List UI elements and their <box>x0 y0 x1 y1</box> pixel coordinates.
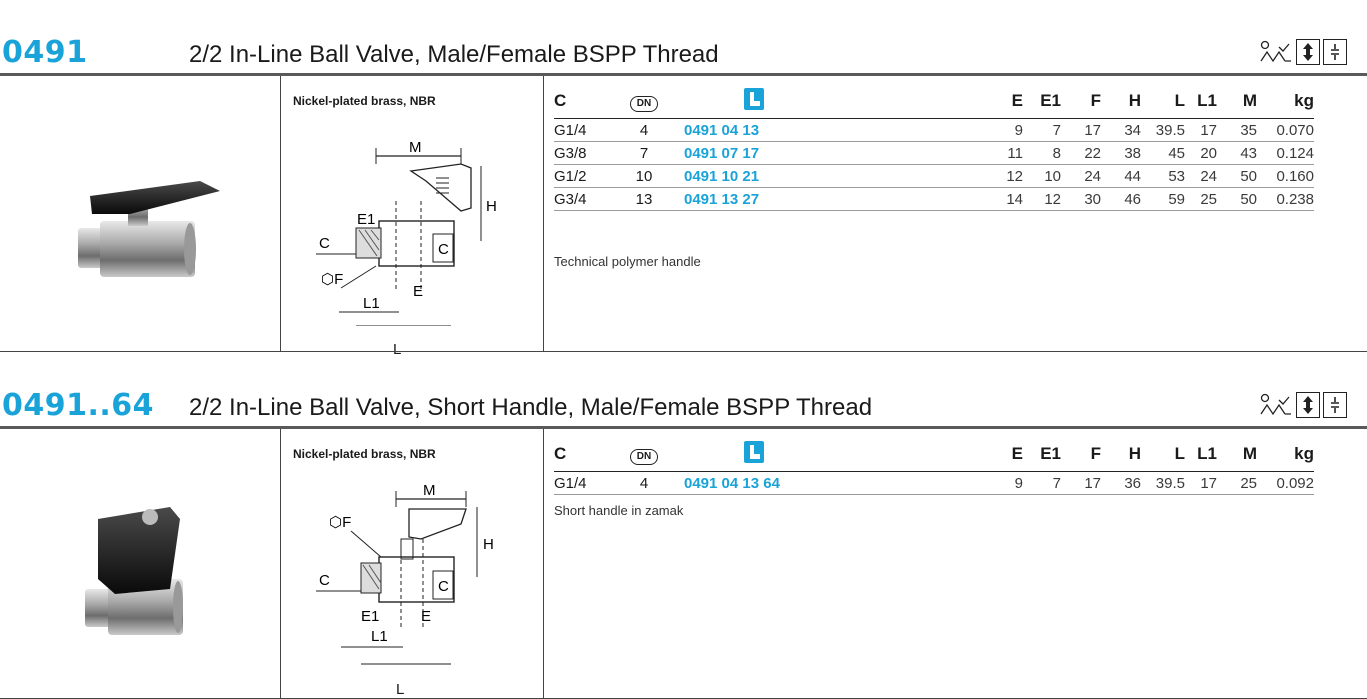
vertical-arrows-icon <box>1296 392 1320 418</box>
col-header-kg: kg <box>1257 437 1314 472</box>
product-header: 0491..64 2/2 In-Line Ball Valve, Short H… <box>0 386 1367 426</box>
valve-dimension-drawing: M H ⬡F C C E1 E L1 <box>316 482 494 665</box>
col-header-l: L <box>1141 84 1185 119</box>
dim-label-c-right: C <box>438 241 449 258</box>
table-row: G1/4 4 0491 04 13 64 9 7 17 36 39.5 17 2… <box>554 471 1314 495</box>
mounting-icon <box>1323 39 1347 65</box>
col-header-f: F <box>1061 84 1101 119</box>
dim-label-l: L <box>393 341 402 358</box>
dim-label-c-left: C <box>319 235 330 252</box>
header-rule <box>0 426 1367 429</box>
col-header-l1: L1 <box>1185 84 1217 119</box>
table-row: G3/4 13 0491 13 27 14 12 30 46 59 25 50 … <box>554 187 1314 211</box>
col-header-h: H <box>1101 84 1141 119</box>
spec-table-panel: C DN E E1 F H L L1 M kg <box>544 76 1367 352</box>
dim-label-f: ⬡F <box>321 271 343 288</box>
col-header-h: H <box>1101 437 1141 472</box>
product-code: 0491 <box>2 35 88 70</box>
dim-label-e1: E1 <box>357 211 375 228</box>
dim-label-e: E <box>413 283 423 300</box>
product-header: 0491 2/2 In-Line Ball Valve, Male/Female… <box>0 33 1367 73</box>
product-section-0491-64: 0491..64 2/2 In-Line Ball Valve, Short H… <box>0 352 1367 699</box>
valve-dimension-drawing: M H E1 C C ⬡F E L1 <box>316 139 497 326</box>
dn-icon: DN <box>629 95 659 112</box>
col-header-l1: L1 <box>1185 437 1217 472</box>
section-bottom-rule <box>0 351 1367 352</box>
table-header-row: C DN E E1 F H L L1 M kg <box>554 84 1314 119</box>
pipe-run-icon <box>1260 40 1291 63</box>
table-row: G1/4 4 0491 04 13 9 7 17 34 39.5 17 35 0… <box>554 118 1314 142</box>
feature-icons <box>1259 391 1347 419</box>
product-code: 0491..64 <box>2 388 155 423</box>
product-photo <box>0 429 281 699</box>
technical-drawing-panel: Nickel-plated brass, NBR M H ⬡F C <box>281 429 544 699</box>
col-header-e1: E1 <box>1023 84 1061 119</box>
product-photo <box>0 76 281 352</box>
dim-label-m: M <box>409 139 422 156</box>
article-link[interactable]: 0491 07 17 <box>684 141 824 165</box>
product-note: Technical polymer handle <box>554 254 701 269</box>
col-header-kg: kg <box>1257 84 1314 119</box>
spec-table: C DN E E1 F H L L1 M kg <box>554 84 1314 211</box>
pipe-run-icon <box>1260 393 1291 416</box>
product-body: Nickel-plated brass, NBR M H ⬡F C <box>0 429 1367 699</box>
article-icon <box>684 437 824 472</box>
feature-icons <box>1259 38 1347 66</box>
product-body: Nickel-plated brass, NBR M H E1 <box>0 76 1367 358</box>
dim-label-c-left: C <box>319 572 330 589</box>
header-rule <box>0 73 1367 76</box>
table-row: G3/8 7 0491 07 17 11 8 22 38 45 20 43 0.… <box>554 141 1314 165</box>
dim-label-e1: E1 <box>361 608 379 625</box>
dn-icon: DN <box>629 448 659 465</box>
product-section-0491: 0491 2/2 In-Line Ball Valve, Male/Female… <box>0 33 1367 358</box>
col-header-m: M <box>1217 437 1257 472</box>
spec-table-panel: C DN E E1 F H L L1 M kg <box>544 429 1367 699</box>
spec-table: C DN E E1 F H L L1 M kg <box>554 437 1314 495</box>
dim-label-f: ⬡F <box>329 514 351 531</box>
dim-label-l: L <box>396 681 405 698</box>
table-row: G1/2 10 0491 10 21 12 10 24 44 53 24 50 … <box>554 164 1314 188</box>
mounting-icon <box>1323 392 1347 418</box>
dim-label-c-right: C <box>438 578 449 595</box>
table-header-row: C DN E E1 F H L L1 M kg <box>554 437 1314 472</box>
ball-valve-photo <box>78 181 220 277</box>
col-header-c: C <box>554 84 604 119</box>
material-label: Nickel-plated brass, NBR <box>293 94 436 108</box>
article-link[interactable]: 0491 13 27 <box>684 187 824 211</box>
product-title: 2/2 In-Line Ball Valve, Male/Female BSPP… <box>189 41 719 68</box>
dim-label-l1: L1 <box>371 628 388 645</box>
col-header-e1: E1 <box>1023 437 1061 472</box>
product-title: 2/2 In-Line Ball Valve, Short Handle, Ma… <box>189 394 873 421</box>
article-icon <box>684 84 824 119</box>
col-header-e: E <box>983 84 1023 119</box>
article-link[interactable]: 0491 10 21 <box>684 164 824 188</box>
product-note: Short handle in zamak <box>554 503 684 518</box>
vertical-arrows-icon <box>1296 39 1320 65</box>
col-header-c: C <box>554 437 604 472</box>
technical-drawing-panel: Nickel-plated brass, NBR M H E1 <box>281 76 544 358</box>
dim-label-e: E <box>421 608 431 625</box>
col-header-f: F <box>1061 437 1101 472</box>
col-header-e: E <box>983 437 1023 472</box>
col-header-m: M <box>1217 84 1257 119</box>
ball-valve-short-handle-photo <box>85 507 183 635</box>
material-label: Nickel-plated brass, NBR <box>293 447 436 461</box>
col-header-l: L <box>1141 437 1185 472</box>
dim-label-h: H <box>483 536 494 553</box>
dim-label-m: M <box>423 482 436 499</box>
dim-label-l1: L1 <box>363 295 380 312</box>
article-link[interactable]: 0491 04 13 <box>684 118 824 142</box>
article-link[interactable]: 0491 04 13 64 <box>684 471 824 495</box>
dim-label-h: H <box>486 198 497 215</box>
